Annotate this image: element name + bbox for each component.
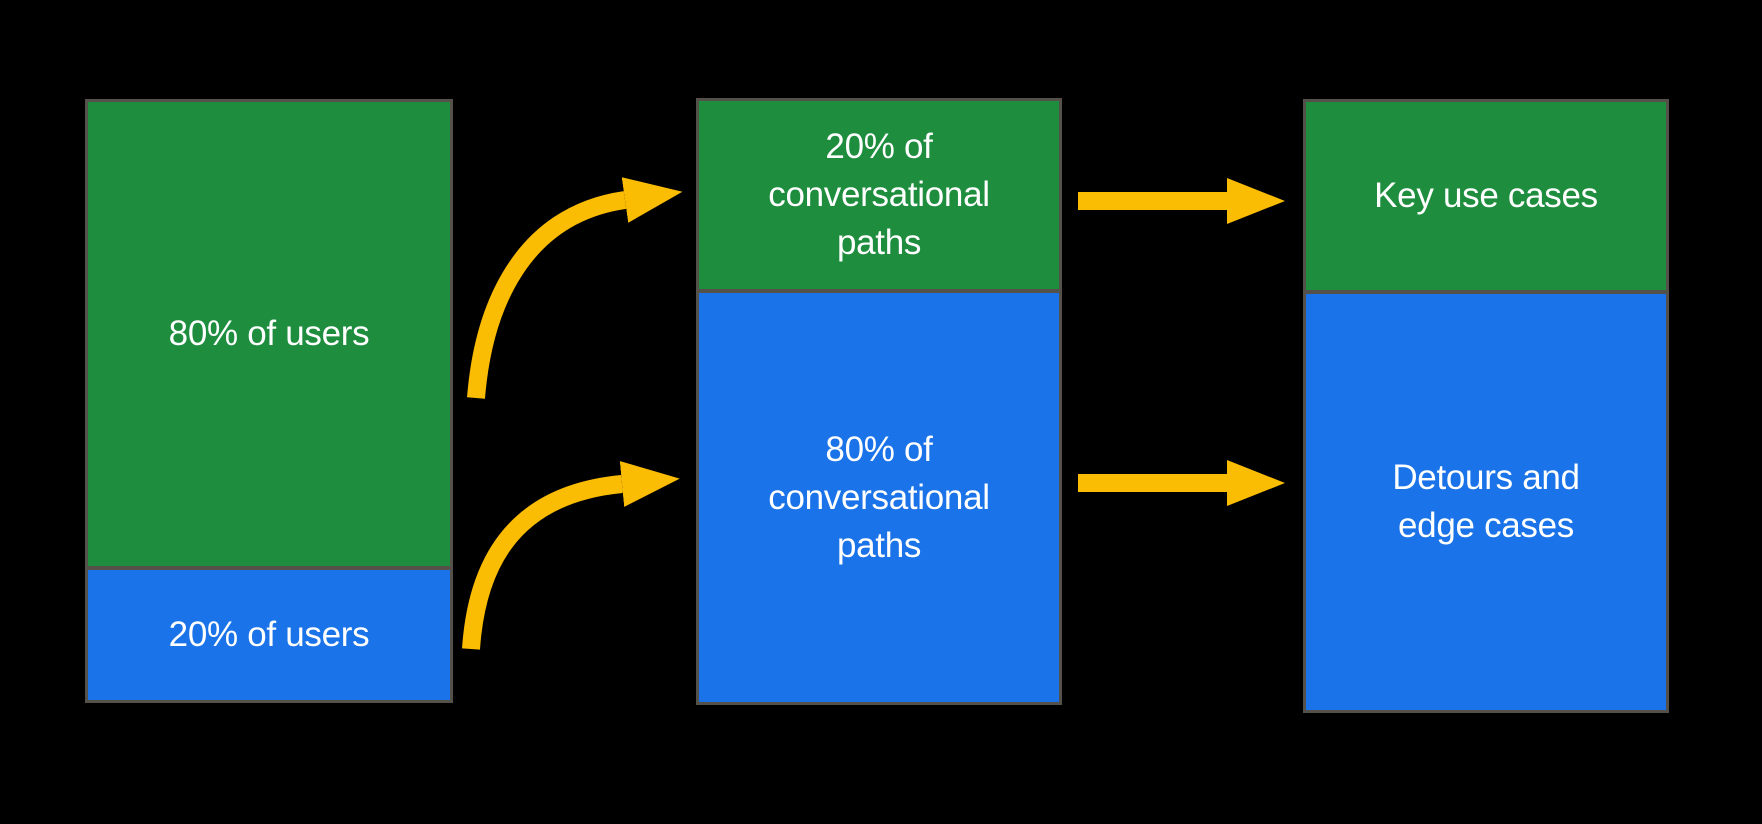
label-line: paths bbox=[836, 525, 922, 565]
label-line: 80% of bbox=[825, 429, 933, 469]
label-line: conversational bbox=[768, 477, 990, 517]
segment-label: Detours and edge cases bbox=[1392, 454, 1580, 550]
stacked-bar-outcomes: Key use cases Detours and edge cases bbox=[1303, 99, 1669, 713]
segment-key-use-cases: Key use cases bbox=[1306, 102, 1666, 290]
segment-paths-20: 20% of conversational paths bbox=[699, 101, 1059, 289]
label-line: Key use cases bbox=[1374, 176, 1598, 215]
label-line: Detours and bbox=[1392, 458, 1580, 497]
label-line: conversational bbox=[768, 175, 990, 214]
segment-label: 80% of users bbox=[169, 310, 370, 358]
label-line: 20% of bbox=[825, 127, 933, 166]
segment-label: 80% of conversational paths bbox=[768, 426, 990, 570]
label-line: paths bbox=[836, 223, 922, 262]
segment-label: 20% of conversational paths bbox=[768, 123, 990, 267]
segment-users-20: 20% of users bbox=[88, 570, 450, 700]
stacked-bar-conversational-paths: 20% of conversational paths 80% of conve… bbox=[696, 98, 1062, 705]
segment-label: Key use cases bbox=[1374, 172, 1598, 220]
label-line: 20% of users bbox=[168, 615, 370, 654]
curved-arrow-users20-to-paths80 bbox=[462, 461, 680, 650]
stacked-bar-users: 80% of users 20% of users bbox=[85, 99, 453, 703]
curved-arrow-users80-to-paths20 bbox=[467, 177, 683, 399]
segment-label: 20% of users bbox=[169, 611, 370, 659]
segment-users-80: 80% of users bbox=[88, 102, 450, 566]
label-line: edge cases bbox=[1397, 506, 1575, 545]
label-line: 80% of users bbox=[168, 314, 370, 353]
segment-divider bbox=[88, 566, 450, 570]
segment-paths-80: 80% of conversational paths bbox=[699, 293, 1059, 702]
segment-divider bbox=[1306, 290, 1666, 294]
segment-detours-edge-cases: Detours and edge cases bbox=[1306, 294, 1666, 710]
segment-divider bbox=[699, 289, 1059, 293]
